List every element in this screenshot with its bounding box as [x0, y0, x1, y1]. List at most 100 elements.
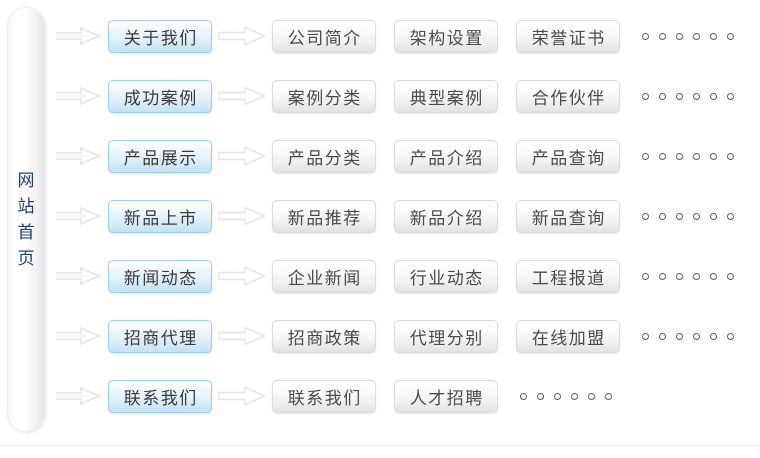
sitemap-row: 招商代理 招商政策代理分别在线加盟: [55, 318, 734, 354]
subcategory-button[interactable]: 新品推荐: [272, 199, 376, 233]
home-page-char-1: 网: [17, 170, 35, 190]
sitemap-row: 新闻动态 企业新闻行业动态工程报道: [55, 258, 734, 294]
circle-dot-icon: [537, 392, 544, 400]
subcategory-button[interactable]: 新品查询: [516, 199, 620, 233]
subcategory-button[interactable]: 在线加盟: [516, 319, 620, 353]
home-page-char-3: 首: [17, 222, 35, 242]
circle-dot-icon: [710, 152, 717, 160]
circle-dot-icon: [676, 272, 683, 280]
branch-arrow-icon: [218, 266, 266, 286]
circle-dot-icon: [571, 392, 578, 400]
circle-dot-icon: [693, 212, 700, 220]
sitemap-row: 产品展示 产品分类产品介绍产品查询: [55, 138, 734, 174]
circle-dot-icon: [676, 332, 683, 340]
subcategory-button[interactable]: 新品介绍: [394, 199, 498, 233]
circle-dot-icon: [642, 92, 649, 100]
primary-category-button[interactable]: 招商代理: [108, 319, 212, 353]
branch-arrow-icon: [218, 26, 266, 46]
subcategory-button[interactable]: 联系我们: [272, 379, 376, 413]
circle-dot-icon: [727, 332, 734, 340]
primary-category-button[interactable]: 产品展示: [108, 139, 212, 173]
branch-arrow-icon: [218, 206, 266, 226]
subcategory-button[interactable]: 架构设置: [394, 19, 498, 53]
branch-arrow-icon: [218, 326, 266, 346]
circle-dot-icon: [676, 92, 683, 100]
home-page-char-4: 页: [17, 248, 35, 268]
circle-dot-icon: [642, 212, 649, 220]
subcategory-button[interactable]: 人才招聘: [394, 379, 498, 413]
circle-dot-icon: [676, 32, 683, 40]
subcategory-button[interactable]: 产品查询: [516, 139, 620, 173]
ellipsis-dots: [642, 212, 734, 220]
subcategory-button[interactable]: 企业新闻: [272, 259, 376, 293]
circle-dot-icon: [727, 152, 734, 160]
circle-dot-icon: [710, 92, 717, 100]
home-page-bar[interactable]: 网 站 首 页: [7, 7, 45, 432]
sitemap-row: 关于我们 公司简介架构设置荣誉证书: [55, 18, 734, 54]
ellipsis-dots: [642, 32, 734, 40]
circle-dot-icon: [710, 32, 717, 40]
circle-dot-icon: [659, 332, 666, 340]
circle-dot-icon: [642, 272, 649, 280]
subcategory-button[interactable]: 招商政策: [272, 319, 376, 353]
bottom-divider: [0, 445, 760, 446]
subcategory-button[interactable]: 荣誉证书: [516, 19, 620, 53]
lead-arrow-icon: [55, 327, 101, 345]
lead-arrow-icon: [55, 27, 101, 45]
subcategory-button[interactable]: 典型案例: [394, 79, 498, 113]
circle-dot-icon: [676, 212, 683, 220]
circle-dot-icon: [693, 332, 700, 340]
subcategory-button[interactable]: 公司简介: [272, 19, 376, 53]
circle-dot-icon: [727, 212, 734, 220]
primary-category-button[interactable]: 新闻动态: [108, 259, 212, 293]
circle-dot-icon: [693, 272, 700, 280]
subcategory-button[interactable]: 产品分类: [272, 139, 376, 173]
circle-dot-icon: [642, 32, 649, 40]
subcategory-button[interactable]: 合作伙伴: [516, 79, 620, 113]
sitemap-row: 联系我们联系我们人才招聘: [55, 378, 612, 414]
ellipsis-dots: [520, 392, 612, 400]
primary-category-button[interactable]: 新品上市: [108, 199, 212, 233]
circle-dot-icon: [659, 92, 666, 100]
sitemap-row: 成功案例 案例分类典型案例合作伙伴: [55, 78, 734, 114]
circle-dot-icon: [710, 212, 717, 220]
lead-arrow-icon: [55, 387, 101, 405]
ellipsis-dots: [642, 152, 734, 160]
circle-dot-icon: [554, 392, 561, 400]
circle-dot-icon: [605, 392, 612, 400]
lead-arrow-icon: [55, 207, 101, 225]
home-page-label: 网 站 首 页: [8, 8, 44, 431]
circle-dot-icon: [693, 92, 700, 100]
circle-dot-icon: [588, 392, 595, 400]
ellipsis-dots: [642, 92, 734, 100]
ellipsis-dots: [642, 332, 734, 340]
circle-dot-icon: [727, 272, 734, 280]
sitemap-row: 新品上市 新品推荐新品介绍新品查询: [55, 198, 734, 234]
circle-dot-icon: [659, 272, 666, 280]
primary-category-button[interactable]: 关于我们: [108, 19, 212, 53]
circle-dot-icon: [676, 152, 683, 160]
circle-dot-icon: [642, 332, 649, 340]
home-page-char-2: 站: [17, 196, 35, 216]
lead-arrow-icon: [55, 267, 101, 285]
circle-dot-icon: [693, 152, 700, 160]
circle-dot-icon: [710, 332, 717, 340]
circle-dot-icon: [727, 92, 734, 100]
circle-dot-icon: [659, 152, 666, 160]
subcategory-button[interactable]: 产品介绍: [394, 139, 498, 173]
subcategory-button[interactable]: 工程报道: [516, 259, 620, 293]
circle-dot-icon: [659, 212, 666, 220]
subcategory-button[interactable]: 行业动态: [394, 259, 498, 293]
circle-dot-icon: [520, 392, 527, 400]
primary-category-button[interactable]: 联系我们: [108, 379, 212, 413]
primary-category-button[interactable]: 成功案例: [108, 79, 212, 113]
lead-arrow-icon: [55, 147, 101, 165]
ellipsis-dots: [642, 272, 734, 280]
circle-dot-icon: [710, 272, 717, 280]
circle-dot-icon: [727, 32, 734, 40]
subcategory-button[interactable]: 案例分类: [272, 79, 376, 113]
subcategory-button[interactable]: 代理分别: [394, 319, 498, 353]
circle-dot-icon: [659, 32, 666, 40]
branch-arrow-icon: [218, 86, 266, 106]
